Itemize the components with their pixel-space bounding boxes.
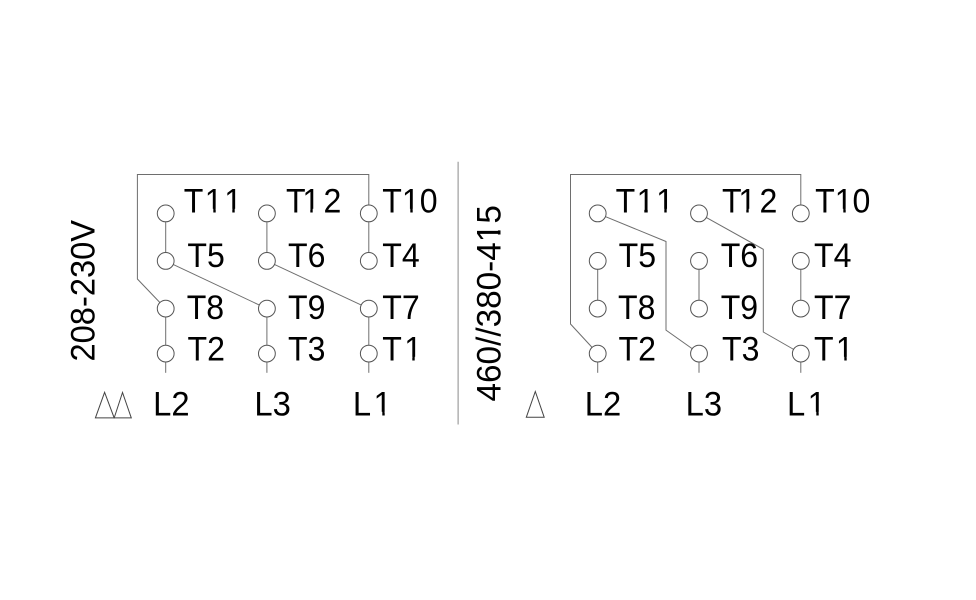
svg-text:460//380-415: 460//380-415 xyxy=(470,205,509,401)
svg-text:L2: L2 xyxy=(585,386,621,424)
svg-text:T11: T11 xyxy=(184,183,242,221)
svg-text:208-230V: 208-230V xyxy=(65,219,103,361)
svg-text:T8: T8 xyxy=(618,289,655,327)
svg-text:T4: T4 xyxy=(814,237,851,275)
svg-text:T10: T10 xyxy=(382,183,437,221)
svg-text:T9: T9 xyxy=(721,289,758,327)
svg-text:T3: T3 xyxy=(722,331,759,369)
svg-text:T11: T11 xyxy=(616,183,674,221)
svg-text:T8: T8 xyxy=(187,289,224,327)
svg-text:T7: T7 xyxy=(814,289,851,327)
svg-text:T5: T5 xyxy=(619,237,656,275)
svg-text:L3: L3 xyxy=(254,386,290,424)
svg-text:T4: T4 xyxy=(382,237,419,275)
svg-text:L3: L3 xyxy=(686,386,722,424)
svg-text:T5: T5 xyxy=(187,237,224,275)
svg-text:T12: T12 xyxy=(722,183,777,221)
svg-text:T9: T9 xyxy=(288,289,325,327)
svg-text:L2: L2 xyxy=(153,386,189,424)
svg-text:T3: T3 xyxy=(288,331,325,369)
svg-text:T12: T12 xyxy=(286,183,341,221)
svg-text:T2: T2 xyxy=(188,331,225,369)
svg-text:T2: T2 xyxy=(619,331,656,369)
svg-text:T10: T10 xyxy=(815,183,870,221)
svg-text:T7: T7 xyxy=(382,289,419,327)
svg-text:T6: T6 xyxy=(721,237,758,275)
svg-text:T6: T6 xyxy=(288,237,325,275)
